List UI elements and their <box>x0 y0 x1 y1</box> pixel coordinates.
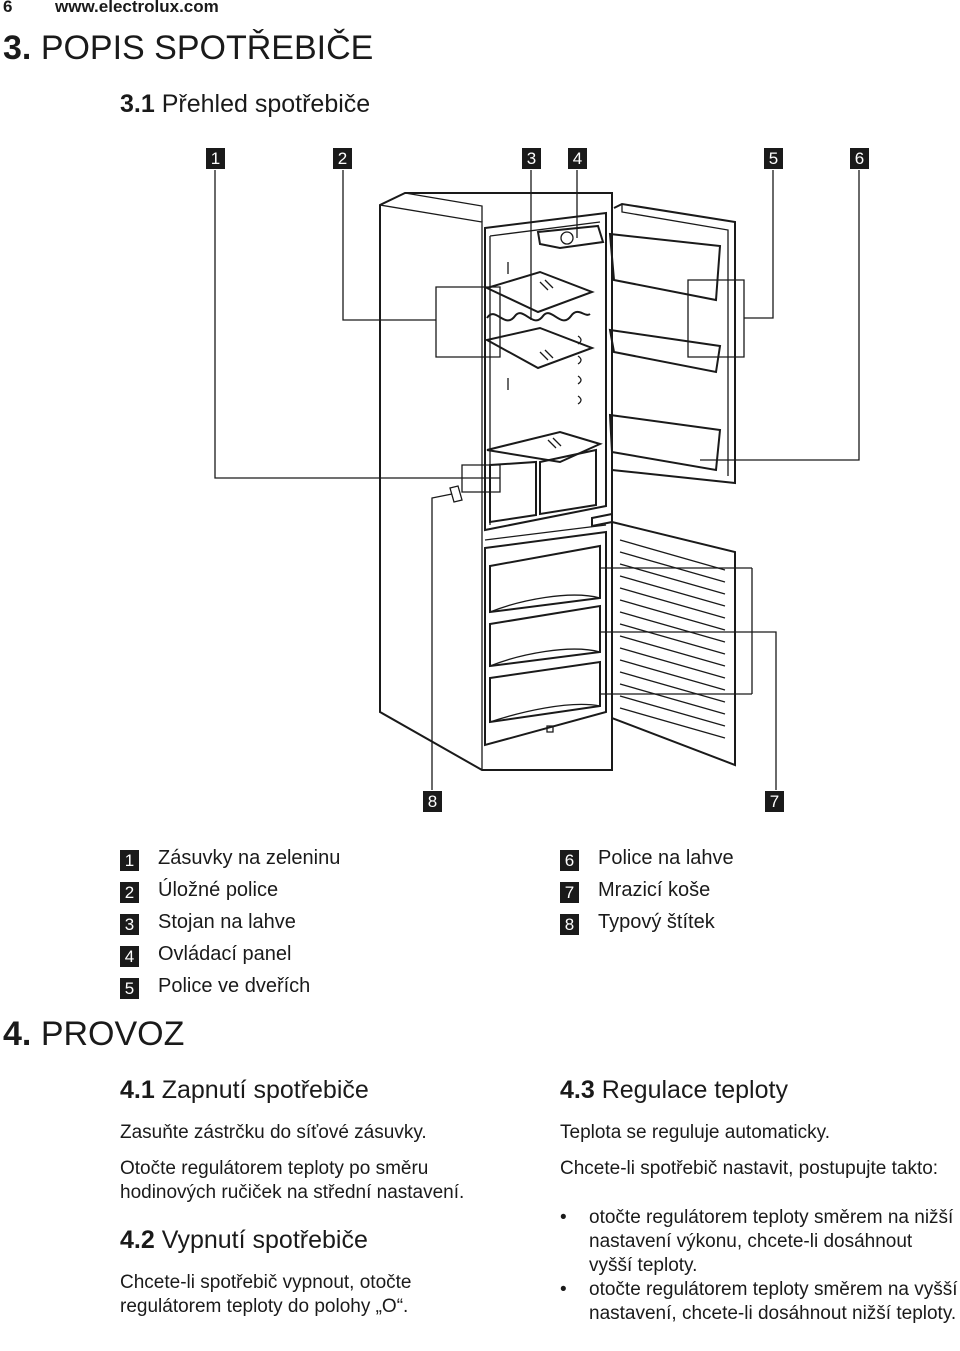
page-number: 6 <box>3 0 13 16</box>
bottle-rack <box>486 311 591 322</box>
bullet-item: • otočte regulátorem teploty směrem na v… <box>560 1278 958 1326</box>
callout-2: 2 <box>333 148 352 169</box>
header-url[interactable]: www.electrolux.com <box>55 0 219 16</box>
section-4-1-title: Zapnutí spotřebiče <box>161 1076 369 1104</box>
leader-lines <box>214 170 860 790</box>
freezer-door-vents <box>619 539 726 739</box>
control-panel <box>536 224 605 250</box>
legend-label: Typový štítek <box>598 911 715 933</box>
section-4-2-number: 4.2 <box>120 1226 155 1254</box>
section-4-3-bullet-list: • otočte regulátorem teploty směrem na n… <box>560 1206 958 1326</box>
section-3-1-title: Přehled spotřebiče <box>161 90 371 118</box>
door-shelf-2 <box>608 328 722 374</box>
section-4-1-paragraph-1: Zasuňte zástrčku do síťové zásuvky. <box>120 1122 427 1143</box>
callout-3: 3 <box>522 148 541 169</box>
callout-1: 1 <box>206 148 225 169</box>
vegetable-drawer-right <box>539 448 597 516</box>
cabinet-outline <box>379 192 613 771</box>
legend-number: 1 <box>120 850 139 871</box>
door-shelf-1 <box>608 232 722 302</box>
legend-number: 7 <box>560 882 579 903</box>
section-3-heading: 3. POPIS SPOTŘEBIČE <box>3 29 373 68</box>
legend-label: Police na lahve <box>598 847 734 869</box>
section-4-1-paragraph-2: Otočte regulátorem teploty po směru hodi… <box>120 1158 465 1203</box>
section-3-number: 3. <box>3 29 32 67</box>
storage-shelf-upper <box>484 270 595 314</box>
section-3-1-heading: 3.1 Přehled spotřebiče <box>120 90 370 119</box>
freezer-drawer-3 <box>489 660 601 724</box>
legend-label: Stojan na lahve <box>158 911 296 933</box>
legend-label: Ovládací panel <box>158 943 292 965</box>
bottle-shelf <box>608 413 722 472</box>
legend-number: 4 <box>120 946 139 967</box>
callout-8: 8 <box>423 791 442 812</box>
bullet-marker: • <box>560 1207 567 1228</box>
vegetable-drawer-left <box>489 460 537 524</box>
legend-label: Zásuvky na zeleninu <box>158 847 341 869</box>
section-4-2-heading: 4.2 Vypnutí spotřebiče <box>120 1226 368 1255</box>
legend-number: 8 <box>560 914 579 935</box>
section-4-1-heading: 4.1 Zapnutí spotřebiče <box>120 1076 369 1105</box>
section-4-3-paragraph-2: Chcete-li spotřebič nastavit, postupujte… <box>560 1158 939 1179</box>
legend-number: 3 <box>120 914 139 935</box>
callout-7: 7 <box>765 791 784 812</box>
crisper-cover <box>486 430 603 464</box>
section-4-title: PROVOZ <box>40 1015 185 1053</box>
section-4-heading: 4. PROVOZ <box>3 1015 184 1054</box>
fridge-door <box>611 202 736 485</box>
section-4-1-number: 4.1 <box>120 1076 155 1104</box>
section-3-1-number: 3.1 <box>120 90 155 118</box>
storage-shelf-lower <box>484 326 595 370</box>
legend-number: 2 <box>120 882 139 903</box>
rating-plate-mark <box>449 485 463 503</box>
section-4-number: 4. <box>3 1015 32 1053</box>
freezer-door <box>611 520 736 767</box>
section-4-3-number: 4.3 <box>560 1076 595 1104</box>
section-3-title: POPIS SPOTŘEBIČE <box>40 29 374 67</box>
legend-label: Police ve dveřích <box>158 975 311 997</box>
section-4-3-heading: 4.3 Regulace teploty <box>560 1076 788 1105</box>
freezer-drawer-1 <box>489 544 601 614</box>
freezer-drawer-2 <box>489 604 601 668</box>
bullet-item: • otočte regulátorem teploty směrem na n… <box>560 1206 958 1278</box>
section-4-2-paragraph-1: Chcete-li spotřebič vypnout, otočte regu… <box>120 1272 412 1317</box>
bullet-text: otočte regulátorem teploty směrem na vyš… <box>589 1279 958 1324</box>
callout-6: 6 <box>850 148 869 169</box>
section-4-3-paragraph-1: Teplota se reguluje automaticky. <box>560 1122 831 1143</box>
legend-label: Úložné police <box>158 879 279 901</box>
callout-4: 4 <box>568 148 587 169</box>
legend-number: 5 <box>120 978 139 999</box>
section-4-2-title: Vypnutí spotřebiče <box>161 1226 368 1254</box>
bullet-marker: • <box>560 1279 567 1300</box>
legend-number: 6 <box>560 850 579 871</box>
bullet-text: otočte regulátorem teploty směrem na niž… <box>589 1207 954 1276</box>
legend-label: Mrazicí koše <box>598 879 711 901</box>
fridge-compartment <box>484 211 607 532</box>
freezer-compartment <box>484 530 607 747</box>
callout-5: 5 <box>764 148 783 169</box>
fridge-diagram <box>214 170 860 790</box>
section-4-3-title: Regulace teploty <box>601 1076 788 1104</box>
